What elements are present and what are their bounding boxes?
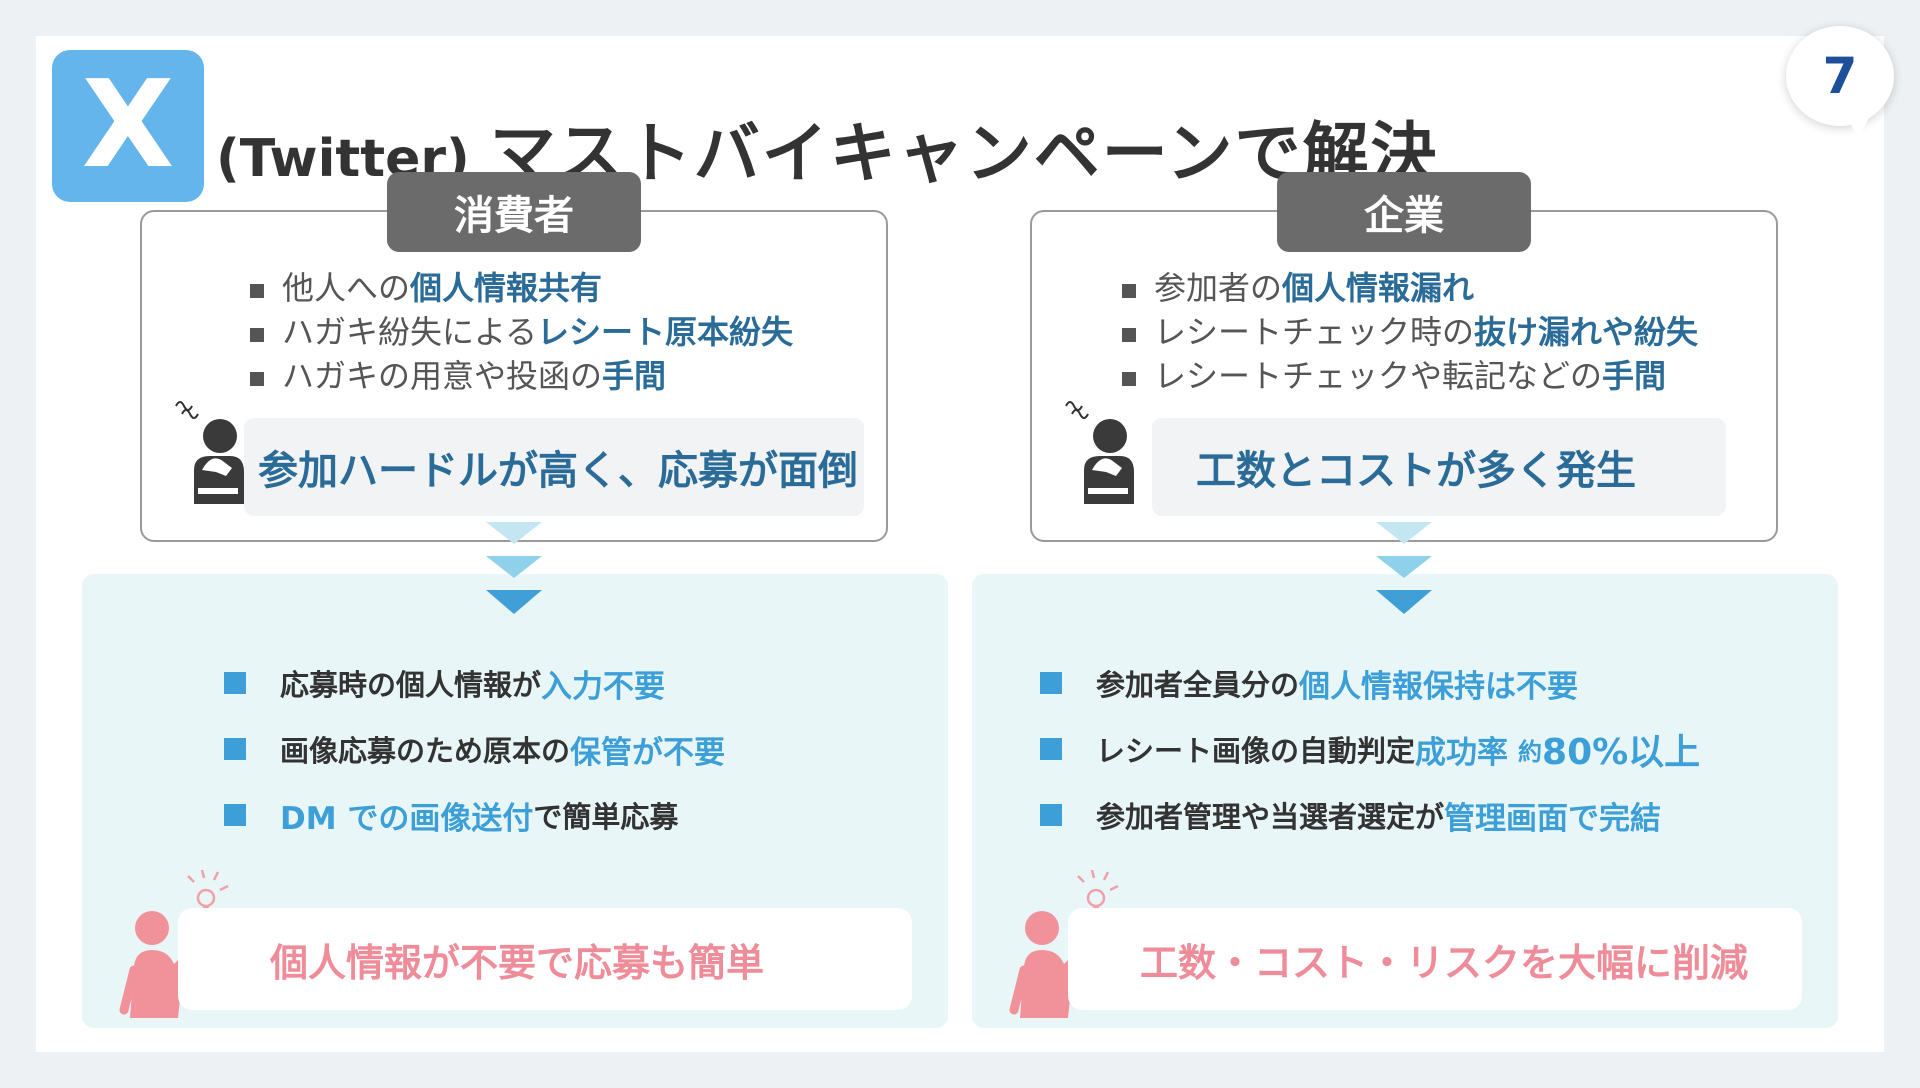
company-problem-box: 企業 参加者の個人情報漏れ レシートチェック時の抜け漏れや紛失 レシートチェック… xyxy=(1030,172,1778,542)
list-item: レシートチェック時の抜け漏れや紛失 xyxy=(1122,310,1698,354)
bullet-square-icon xyxy=(1122,372,1136,386)
company-callout: 工数とコストが多く発生 xyxy=(1152,418,1726,516)
consumer-solution-panel: 応募時の個人情報が入力不要 画像応募のため原本の保管が不要 DM での画像送付で… xyxy=(82,574,948,1028)
page-number-bubble: 7 xyxy=(1786,26,1894,138)
x-logo-icon: X xyxy=(52,50,204,202)
bullet-text: ハガキの用意や投函の xyxy=(282,357,603,395)
solution-text: 参加者管理や当選者選定が xyxy=(1096,800,1445,834)
bullet-square-icon xyxy=(250,328,264,342)
list-item: 参加者の個人情報漏れ xyxy=(1122,266,1698,310)
solution-text: 画像応募のため原本の xyxy=(280,734,571,768)
bullet-square-icon xyxy=(1040,738,1062,760)
solution-text: 応募時の個人情報が xyxy=(280,668,542,702)
list-item: ハガキ紛失によるレシート原本紛失 xyxy=(250,310,793,354)
bullet-highlight: レシート原本紛失 xyxy=(537,313,794,351)
bullet-highlight: 個人情報共有 xyxy=(410,269,603,307)
list-item: レシートチェックや転記などの手間 xyxy=(1122,354,1698,398)
bullet-square-icon xyxy=(224,672,246,694)
list-item: 他人への個人情報共有 xyxy=(250,266,793,310)
bullet-highlight: 手間 xyxy=(602,357,667,395)
bullet-square-icon xyxy=(224,804,246,826)
solution-big: 80%以上 xyxy=(1542,732,1701,773)
solution-highlight: 入力不要 xyxy=(541,668,666,705)
bubble-tail xyxy=(1844,112,1872,138)
solution-highlight: 保管が不要 xyxy=(570,734,726,771)
consumer-solution-list: 応募時の個人情報が入力不要 画像応募のため原本の保管が不要 DM での画像送付で… xyxy=(224,650,725,848)
bullet-square-icon xyxy=(1122,284,1136,298)
list-item: 応募時の個人情報が入力不要 xyxy=(224,650,725,716)
list-item: ハガキの用意や投函の手間 xyxy=(250,354,793,398)
down-arrow-icon xyxy=(486,522,542,614)
solution-highlight: DM での画像送付 xyxy=(280,800,534,837)
bullet-square-icon xyxy=(250,372,264,386)
consumer-summary: 個人情報が不要で応募も簡単 xyxy=(178,908,912,1010)
bullet-text: ハガキ紛失による xyxy=(282,313,538,351)
consumer-tag: 消費者 xyxy=(387,172,641,252)
bullet-square-icon xyxy=(1040,804,1062,826)
list-item: 参加者全員分の個人情報保持は不要 xyxy=(1040,650,1700,716)
bullet-square-icon xyxy=(1122,328,1136,342)
company-tag: 企業 xyxy=(1277,172,1531,252)
list-item: 参加者管理や当選者選定が管理画面で完結 xyxy=(1040,782,1700,848)
page-number: 7 xyxy=(1822,47,1858,105)
bullet-text: 参加者の xyxy=(1154,269,1283,307)
company-problem-list: 参加者の個人情報漏れ レシートチェック時の抜け漏れや紛失 レシートチェックや転記… xyxy=(1122,266,1698,398)
bullet-text: レシートチェック時の xyxy=(1154,313,1475,351)
thinking-person-icon xyxy=(1065,401,1134,504)
bullet-square-icon xyxy=(224,738,246,760)
bullet-text: レシートチェックや転記などの xyxy=(1154,357,1603,395)
list-item: 画像応募のため原本の保管が不要 xyxy=(224,716,725,782)
bullet-square-icon xyxy=(1040,672,1062,694)
solution-highlight: 成功率 xyxy=(1415,734,1509,771)
solution-text: レシート画像の自動判定 xyxy=(1096,734,1416,768)
consumer-callout: 参加ハードルが高く、応募が面倒 xyxy=(244,418,864,516)
bullet-square-icon xyxy=(250,284,264,298)
solution-highlight: 個人情報保持は不要 xyxy=(1299,668,1579,705)
bullet-highlight: 抜け漏れや紛失 xyxy=(1474,313,1699,351)
company-summary: 工数・コスト・リスクを大幅に削減 xyxy=(1068,908,1802,1010)
consumer-problem-list: 他人への個人情報共有 ハガキ紛失によるレシート原本紛失 ハガキの用意や投函の手間 xyxy=(250,266,793,398)
thinking-person-icon xyxy=(175,401,244,504)
bullet-highlight: 個人情報漏れ xyxy=(1282,269,1475,307)
solution-text: で簡単応募 xyxy=(533,800,679,834)
down-arrow-icon xyxy=(1376,522,1432,614)
bullet-highlight: 手間 xyxy=(1602,357,1667,395)
solution-text: 参加者全員分の xyxy=(1096,668,1300,702)
bullet-text: 他人への xyxy=(282,269,411,307)
solution-small: 約 xyxy=(1518,737,1543,766)
idea-person-icon xyxy=(1009,870,1119,1018)
solution-highlight: 管理画面で完結 xyxy=(1444,800,1662,837)
consumer-problem-box: 消費者 他人への個人情報共有 ハガキ紛失によるレシート原本紛失 ハガキの用意や投… xyxy=(140,172,888,542)
list-item: DM での画像送付で簡単応募 xyxy=(224,782,725,848)
